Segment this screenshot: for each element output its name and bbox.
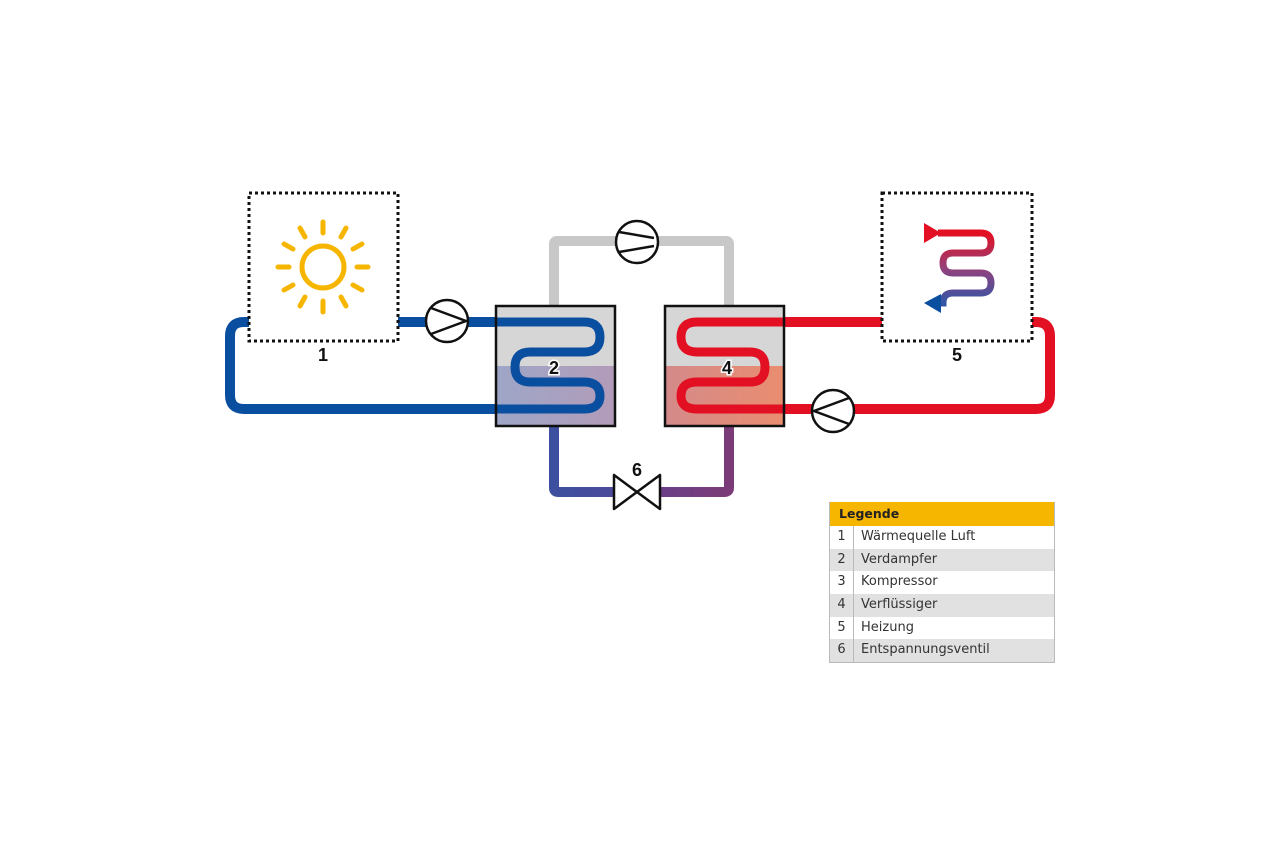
heating-pump-icon — [810, 388, 856, 434]
legend-table: Legende 1 Wärmequelle Luft 2 Verdampfer … — [829, 502, 1055, 664]
heating-box — [880, 191, 1034, 343]
expansion-line-right — [658, 426, 734, 497]
legend-row: 4 Verflüssiger — [830, 594, 1054, 617]
legend-num: 3 — [830, 571, 854, 595]
heating-coil-icon — [924, 223, 995, 313]
legend-rows: 1 Wärmequelle Luft 2 Verdampfer 3 Kompre… — [830, 526, 1054, 663]
heat-source-box — [247, 191, 400, 343]
label-heating: 5 — [952, 345, 962, 365]
legend-num: 4 — [830, 594, 854, 617]
legend-row: 6 Entspannungsventil — [830, 639, 1054, 663]
legend-label: Wärmequelle Luft — [861, 529, 976, 544]
legend-label: Verdampfer — [861, 551, 938, 567]
legend-row: 5 Heizung — [830, 616, 1054, 640]
evaporator-coil — [496, 317, 605, 414]
legend-num: 6 — [830, 639, 854, 663]
label-expansion-valve: 6 — [632, 460, 642, 480]
legend-num: 5 — [830, 616, 854, 640]
heating-loop-pipe — [784, 317, 1055, 414]
condenser — [663, 304, 786, 428]
compressor-icon — [614, 219, 660, 265]
source-pump-icon — [424, 298, 470, 344]
sun-icon — [275, 219, 371, 315]
legend-row: 2 Verdampfer — [830, 548, 1054, 572]
legend-title: Legende — [830, 502, 1054, 526]
legend-num: 1 — [830, 526, 854, 549]
label-evaporator: 2 — [549, 358, 559, 378]
legend-label: Kompressor — [861, 574, 938, 590]
label-condenser: 4 — [722, 358, 732, 378]
expansion-valve-icon — [612, 473, 662, 511]
label-heat-source: 1 — [318, 345, 328, 365]
legend-row: 3 Kompressor — [830, 571, 1054, 595]
expansion-line-left — [549, 426, 616, 497]
legend-label: Entspannungsventil — [861, 642, 990, 658]
condenser-coil — [676, 317, 784, 414]
legend-label: Heizung — [861, 619, 914, 635]
evaporator — [494, 304, 617, 428]
legend-row: 1 Wärmequelle Luft — [830, 526, 1054, 549]
legend-label: Verflüssiger — [861, 597, 938, 613]
legend-num: 2 — [830, 548, 854, 572]
